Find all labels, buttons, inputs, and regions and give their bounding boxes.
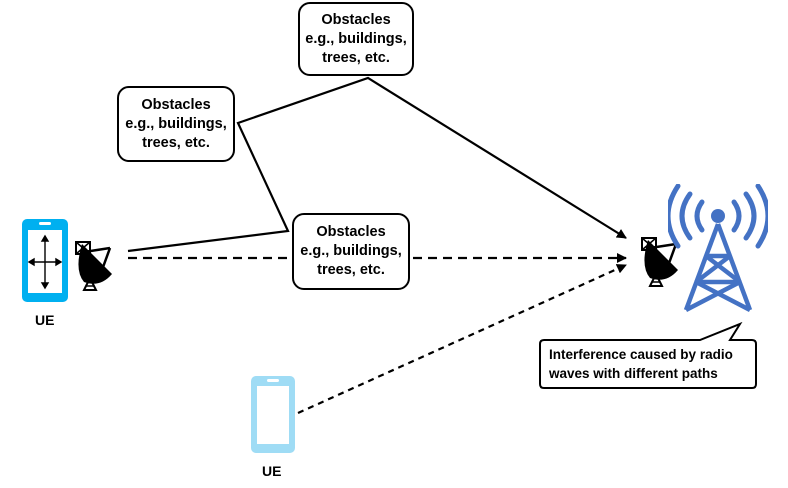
obstacles-middle-line2: e.g., buildings, (300, 243, 402, 259)
satellite-dish-icon-base (641, 237, 678, 287)
obstacles-left-line2: e.g., buildings, (125, 115, 227, 132)
obstacles-top-line3: trees, etc. (322, 49, 390, 66)
obstacles-left-line1: Obstacles (141, 96, 211, 113)
obstacles-left-line3: trees, etc. (142, 134, 210, 151)
ue-label-primary: UE (35, 312, 55, 328)
second-ue-path (297, 263, 627, 415)
phone-icon-primary (22, 219, 68, 302)
obstacles-top-line1: Obstacles (321, 11, 391, 28)
obstacles-box-top: Obstacles e.g., buildings, trees, etc. (298, 2, 414, 76)
callout-line1: Interference caused by radio (549, 347, 733, 362)
obstacles-box-left: Obstacles e.g., buildings, trees, etc. (117, 86, 235, 162)
obstacles-box-middle: Obstacles e.g., buildings, trees, etc. (292, 213, 410, 290)
cell-tower-icon (668, 184, 768, 312)
ue-label-secondary: UE (262, 463, 282, 479)
reflected-path (127, 76, 627, 253)
movement-arrows-icon (27, 234, 63, 290)
callout-line2: waves with different paths (549, 366, 718, 381)
obstacles-middle-line1: Obstacles (316, 224, 386, 240)
interference-callout: Interference caused by radio waves with … (549, 345, 733, 383)
phone-icon-secondary (251, 376, 295, 453)
obstacles-top-line2: e.g., buildings, (305, 30, 407, 47)
obstacles-middle-line3: trees, etc. (317, 262, 385, 278)
callout-bubble (539, 321, 757, 389)
satellite-dish-icon-ue (75, 241, 112, 291)
